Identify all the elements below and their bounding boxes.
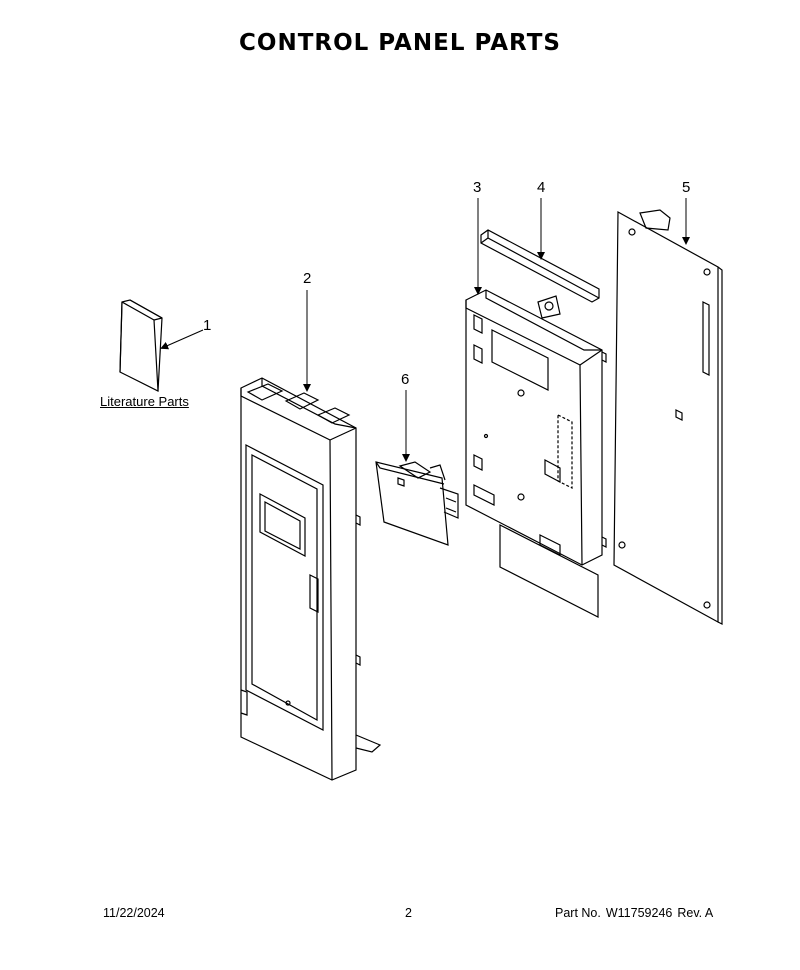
part-4-strip (480, 229, 600, 303)
part-1-literature-booklet (119, 299, 163, 392)
callout-6: 6 (401, 371, 409, 388)
footer-part-prefix: Part No. (555, 906, 601, 920)
part-5-circuit-board (613, 209, 723, 625)
callout-2: 2 (303, 270, 311, 287)
part-6-small-board (375, 461, 459, 546)
footer-part-info: Part No. W11759246 Rev. A (555, 906, 718, 920)
page-title: CONTROL PANEL PARTS (239, 30, 561, 56)
part-3-mounting-bracket (465, 289, 607, 618)
leader-lines (160, 198, 690, 462)
part-2-control-panel-housing (240, 377, 382, 781)
callout-3: 3 (473, 179, 481, 196)
footer-date: 11/22/2024 (103, 906, 165, 920)
footer-revision: Rev. A (677, 906, 714, 920)
footer-part-number: W11759246 (605, 906, 673, 920)
leader-1 (160, 329, 204, 350)
literature-parts-label: Literature Parts (100, 394, 189, 409)
footer-page-number: 2 (405, 906, 412, 920)
callout-5: 5 (682, 179, 690, 196)
callout-4: 4 (537, 179, 545, 196)
callout-1: 1 (203, 317, 211, 334)
